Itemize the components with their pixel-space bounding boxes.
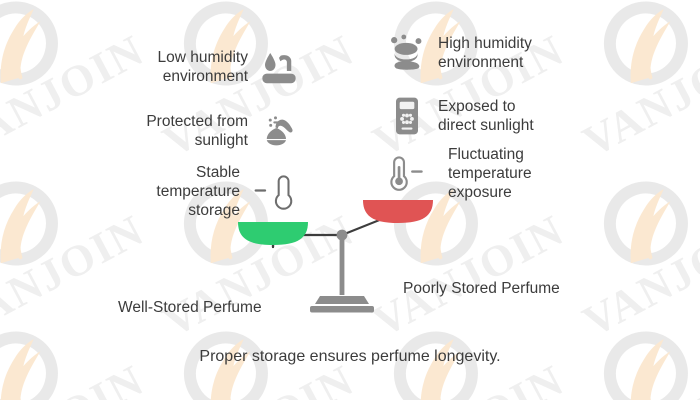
feature-stable-temperature: Stable temperature storage [118,163,304,220]
scale-base-upper [315,296,369,304]
feature-high-humidity-label: High humidity environment [438,35,532,71]
balance-scale [238,200,433,313]
scale-column [339,239,345,295]
right-pan-poorly-stored [363,200,433,223]
uv-lamp-icon [384,93,430,139]
feature-protected-from-sunlight-label: Protected from sunlight [146,113,248,149]
feature-fluctuating-temperature: Fluctuating temperature exposure [384,145,599,202]
feature-protected-from-sunlight: Protected from sunlight [118,108,302,154]
scale-base-lower [310,306,374,313]
thermometer-empty-icon [248,169,304,215]
caption-poorly-stored-perfume: Poorly Stored Perfume [403,280,560,297]
humidity-low-icon [256,44,302,90]
humidity-high-icon [384,30,430,76]
feature-low-humidity: Low humidity environment [118,44,302,90]
feature-stable-temperature-label: Stable temperature storage [156,164,240,219]
feature-exposed-direct-sunlight-label: Exposed to direct sunlight [438,98,534,134]
feature-high-humidity: High humidity environment [384,30,594,76]
feature-low-humidity-label: Low humidity environment [157,49,248,85]
fulcrum-pivot [336,229,348,241]
perfume-bottle-icon [256,108,302,154]
footer-note: Proper storage ensures perfume longevity… [199,348,501,365]
feature-exposed-direct-sunlight: Exposed to direct sunlight [384,93,594,139]
thermometer-full-icon [384,151,440,197]
caption-well-stored-perfume: Well-Stored Perfume [118,299,262,316]
feature-fluctuating-temperature-label: Fluctuating temperature exposure [448,146,532,201]
left-pan-well-stored [238,222,308,245]
